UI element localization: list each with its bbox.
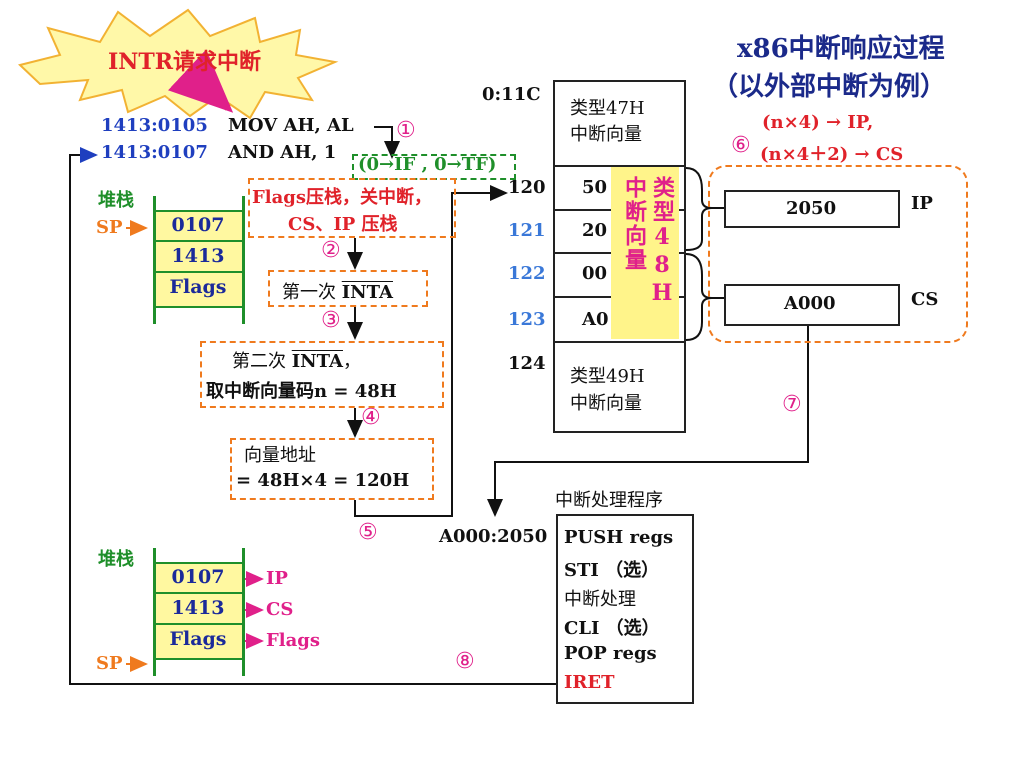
step-8-marker: ⑧ (455, 649, 475, 674)
cs-register (724, 284, 900, 326)
memory-value-120: 50 (582, 177, 608, 198)
ip-register (724, 190, 900, 228)
code-instr-2: AND AH, 1 (228, 142, 337, 163)
inta2-suffix: ， (342, 351, 361, 372)
push-step-line1: Flags压栈，关中断， (252, 187, 432, 208)
stack-target-cs: CS (266, 599, 294, 620)
inta2-signal: INTA (291, 351, 343, 372)
formula-ip: (n×4) → IP, (762, 112, 874, 133)
handler-line-5: POP regs (564, 643, 657, 664)
code-addr-2: 1413:0107 (101, 142, 208, 163)
stack-bottom-cell-flags: Flags (169, 628, 227, 650)
handler-line-4: CLI （选） (564, 618, 660, 639)
memory-addr-123: 123 (508, 309, 546, 330)
code-addr-1: 1413:0105 (101, 115, 208, 136)
vector-address-box (230, 438, 434, 500)
step-4-marker: ④ (361, 405, 381, 430)
step-1-marker: ① (396, 118, 416, 143)
push-step-box (248, 178, 456, 238)
stack-bottom-label: 堆栈 (98, 549, 134, 570)
formula-cs: (n×4＋2) → CS (760, 144, 904, 165)
memory-value-121: 20 (582, 220, 608, 241)
step-5-marker: ⑤ (358, 520, 378, 545)
memory-addr-124: 124 (508, 353, 546, 374)
stack-bottom-sp: SP (96, 653, 123, 674)
cs-value: A000 (784, 293, 836, 314)
push-step-line2: CS、IP 压栈 (288, 214, 398, 235)
stack-top: 0107 1413 Flags (153, 196, 245, 324)
stack-top-cell-cs: 1413 (171, 245, 225, 267)
stack-bottom: 0107 1413 Flags (153, 548, 245, 676)
memory-top-label-2: 中断向量 (570, 124, 642, 145)
stack-top-cell-ip: 0107 (171, 214, 225, 236)
handler-box (556, 514, 694, 704)
stack-target-ip: IP (266, 568, 288, 589)
stack-top-label: 堆栈 (98, 190, 134, 211)
inta2-line2: 取中断向量码n = 48H (206, 381, 397, 402)
cs-name: CS (911, 289, 939, 310)
handler-line-1: PUSH regs (564, 527, 674, 548)
stack-top-cell-flags: Flags (169, 276, 227, 298)
memory-table (553, 80, 686, 433)
step-3-marker: ③ (321, 308, 341, 333)
stack-bottom-cell-cs: 1413 (171, 597, 225, 619)
memory-addr-120: 120 (508, 177, 546, 198)
inta1-box (268, 270, 428, 307)
memory-value-122: 00 (582, 263, 608, 284)
step-7-marker: ⑦ (782, 392, 802, 417)
ip-name: IP (911, 193, 933, 214)
memory-bottom-label-2: 中断向量 (570, 393, 642, 414)
handler-iret: IRET (564, 672, 615, 693)
memory-highlight-line2: 中断向量 (621, 176, 647, 272)
stack-bottom-cell-ip: 0107 (171, 566, 225, 588)
ip-value: 2050 (786, 198, 837, 219)
stack-target-flags: Flags (266, 630, 320, 651)
memory-addr-122: 122 (508, 263, 546, 284)
stack-top-sp: SP (96, 217, 123, 238)
handler-line-2: STI （选） (564, 560, 660, 581)
code-instr-1: MOV AH, AL (228, 115, 354, 136)
inta2-label: 第二次 INTA， (232, 347, 361, 373)
vector-address-line1: 向量地址 (244, 445, 316, 466)
handler-line-3: 中断处理 (564, 589, 636, 610)
memory-addr-121: 121 (508, 220, 546, 241)
inta1-signal: INTA (341, 282, 393, 303)
memory-value-123: A0 (582, 309, 609, 330)
inta1-label: 第一次 INTA (282, 278, 393, 304)
memory-start-addr: 0:11C (482, 84, 541, 105)
diagram-subtitle: （以外部中断为例） (712, 72, 947, 102)
step-2-marker: ② (321, 238, 341, 263)
memory-highlight-line1: 类型48H (649, 176, 675, 308)
vector-address-line2: = 48H×4 = 120H (236, 470, 410, 491)
flags-clear-label: (0→IF , 0→TF) (358, 154, 497, 175)
memory-top-label-1: 类型47H (570, 98, 645, 119)
intr-request-label: INTR请求中断 (108, 49, 262, 75)
memory-bottom-label-1: 类型49H (570, 366, 645, 387)
inta1-prefix: 第一次 (282, 282, 342, 303)
step-6-marker: ⑥ (731, 133, 751, 158)
registers-box (708, 165, 968, 343)
handler-title: 中断处理程序 (555, 490, 663, 511)
handler-addr: A000:2050 (439, 526, 548, 547)
diagram-title: x86中断响应过程 (737, 34, 945, 64)
inta2-box (200, 341, 444, 408)
inta2-prefix: 第二次 (232, 351, 292, 372)
